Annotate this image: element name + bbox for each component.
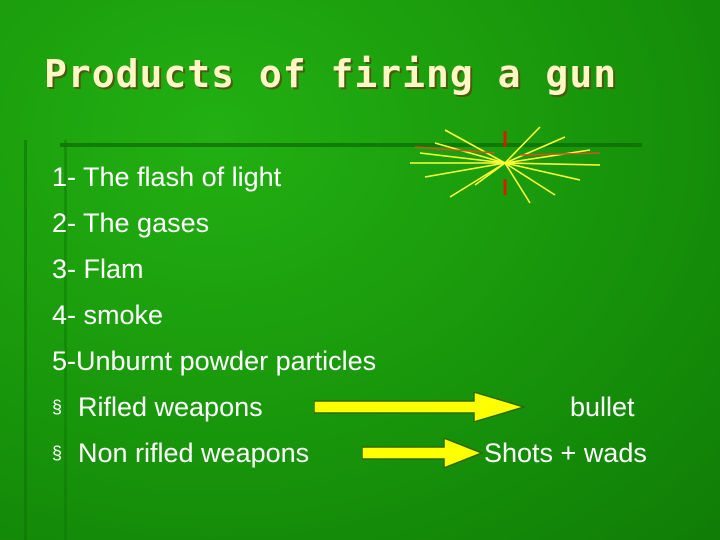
right-arrow-icon: [362, 438, 484, 468]
slide-title: Products of firing a gun: [44, 52, 618, 96]
list-item: 5-Unburnt powder particles: [52, 346, 377, 376]
product-list: 1- The flash of light 2- The gases 3- Fl…: [52, 154, 376, 384]
bullet-item-rifled: § Rifled weapons: [52, 384, 263, 430]
bullet-item-non-rifled: § Non rifled weapons: [52, 430, 309, 476]
bullet-label: Rifled weapons: [78, 392, 263, 422]
decorative-line: [24, 140, 27, 540]
list-item: 3- Flam: [52, 254, 144, 284]
list-item: 1- The flash of light: [52, 162, 282, 192]
bullet-marker: §: [52, 443, 63, 463]
decorative-divider: [60, 143, 642, 147]
muzzle-flash-icon: [405, 125, 605, 210]
decorative-line: [64, 140, 67, 540]
right-arrow-icon: [314, 392, 526, 422]
result-bullet: bullet: [570, 392, 635, 422]
result-shots-wads: Shots + wads: [484, 438, 647, 468]
list-item: 2- The gases: [52, 208, 210, 238]
bullet-marker: §: [52, 397, 63, 417]
list-item: 4- smoke: [52, 300, 164, 330]
bullet-label: Non rifled weapons: [78, 438, 310, 468]
